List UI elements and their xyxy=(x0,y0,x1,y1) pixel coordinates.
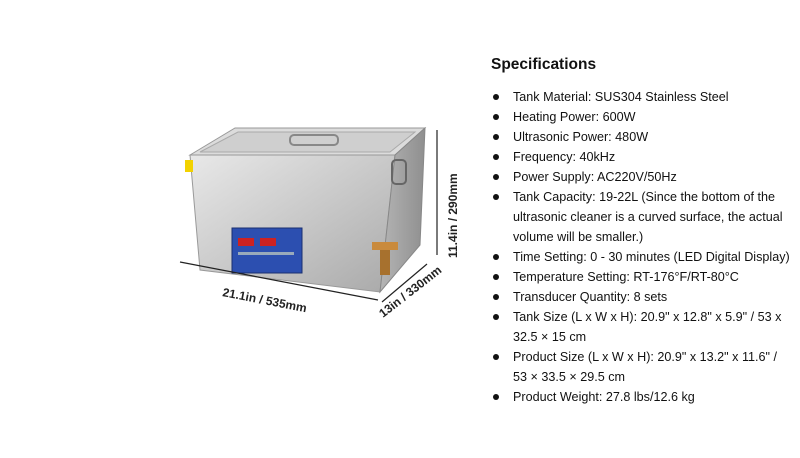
spec-item-tank-size: Tank Size (L x W x H): 20.9" x 12.8" x 5… xyxy=(491,307,791,347)
specifications-title: Specifications xyxy=(491,56,597,73)
spec-item-ultrasonic-power: Ultrasonic Power: 480W xyxy=(491,127,791,147)
spec-item-power-supply: Power Supply: AC220V/50Hz xyxy=(491,167,791,187)
spec-item-product-weight: Product Weight: 27.8 lbs/12.6 kg xyxy=(491,387,791,407)
height-dimension-label: 11.4in / 290mm xyxy=(446,173,460,258)
spec-item-heating-power: Heating Power: 600W xyxy=(491,107,791,127)
spec-item-temperature-setting: Temperature Setting: RT-176°F/RT-80°C xyxy=(491,267,791,287)
spec-item-transducer-quantity: Transducer Quantity: 8 sets xyxy=(491,287,791,307)
spec-item-time-setting: Time Setting: 0 - 30 minutes (LED Digita… xyxy=(491,247,791,267)
product-image: 21.1in / 535mm 13in / 330mm 11.4in / 290… xyxy=(179,126,460,320)
spec-item-tank-capacity: Tank Capacity: 19-22L (Since the bottom … xyxy=(491,187,791,247)
specifications-list: Tank Material: SUS304 Stainless Steel He… xyxy=(491,87,791,407)
spec-item-product-size: Product Size (L x W x H): 20.9" x 13.2" … xyxy=(491,347,791,387)
spec-item-tank-material: Tank Material: SUS304 Stainless Steel xyxy=(491,87,791,107)
length-dimension-label: 21.1in / 535mm xyxy=(221,285,307,315)
dimension-lines xyxy=(179,130,438,303)
spec-item-frequency: Frequency: 40kHz xyxy=(491,147,791,167)
specifications-section: Specifications Tank Material: SUS304 Sta… xyxy=(491,56,791,407)
ultrasonic-cleaner xyxy=(185,126,427,294)
